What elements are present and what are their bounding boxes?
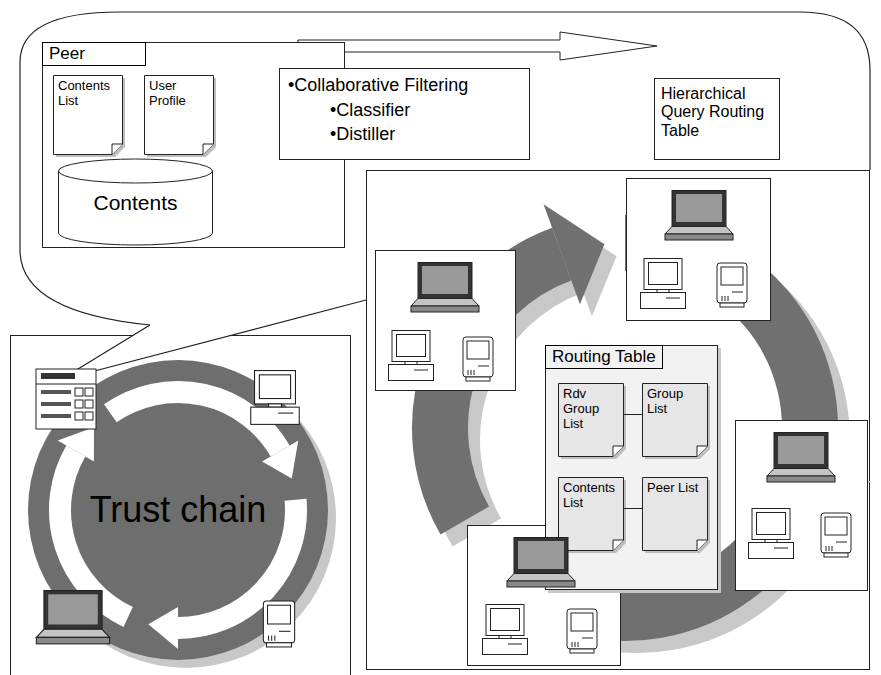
ring-arrow-head (544, 204, 605, 304)
title-tab: Peer (42, 42, 146, 66)
document-icon: Peer List (642, 477, 708, 551)
filter-box: •Collaborative Filtering •Classifier •Dist… (279, 68, 530, 160)
document-icon: Group List (642, 383, 708, 457)
routing-table-box: Hierarchical Query Routing Table (654, 78, 780, 160)
connector-line (624, 414, 642, 415)
ring-arrow-body (110, 392, 280, 451)
bullet-item: •Distiller (288, 124, 521, 145)
document-label: Rdv Group List (563, 387, 619, 432)
box-label: Hierarchical Query Routing Table (661, 85, 773, 140)
document-icon: Contents List (558, 477, 624, 551)
document-label: User Profile (149, 79, 209, 109)
document-label: Contents List (58, 79, 118, 109)
bullet-item: •Classifier (288, 100, 521, 121)
document-icon: Rdv Group List (558, 383, 624, 457)
document-label: Contents List (563, 481, 619, 511)
document-icon: Contents List (53, 75, 123, 155)
document-label: Group List (647, 387, 703, 417)
ring-arrow-body (60, 451, 128, 617)
ring-arrow-head (58, 427, 94, 461)
ring-arrow-head (262, 441, 298, 479)
bullet-item: •Collaborative Filtering (288, 75, 521, 96)
routing-table-panel: Routing TableRdv Group List Group ListCon… (545, 345, 718, 590)
circle-label: Trust chain (28, 489, 328, 530)
connector-line (624, 508, 642, 509)
ring-arrow-head (148, 607, 178, 649)
database-label: Contents (62, 191, 209, 215)
document-icon: User Profile (144, 75, 214, 155)
trust-chain-circle: Trust chain (28, 360, 328, 660)
title-tab: Routing Table (545, 345, 663, 369)
document-label: Peer List (647, 481, 703, 496)
database-cylinder: Contents (58, 159, 213, 245)
